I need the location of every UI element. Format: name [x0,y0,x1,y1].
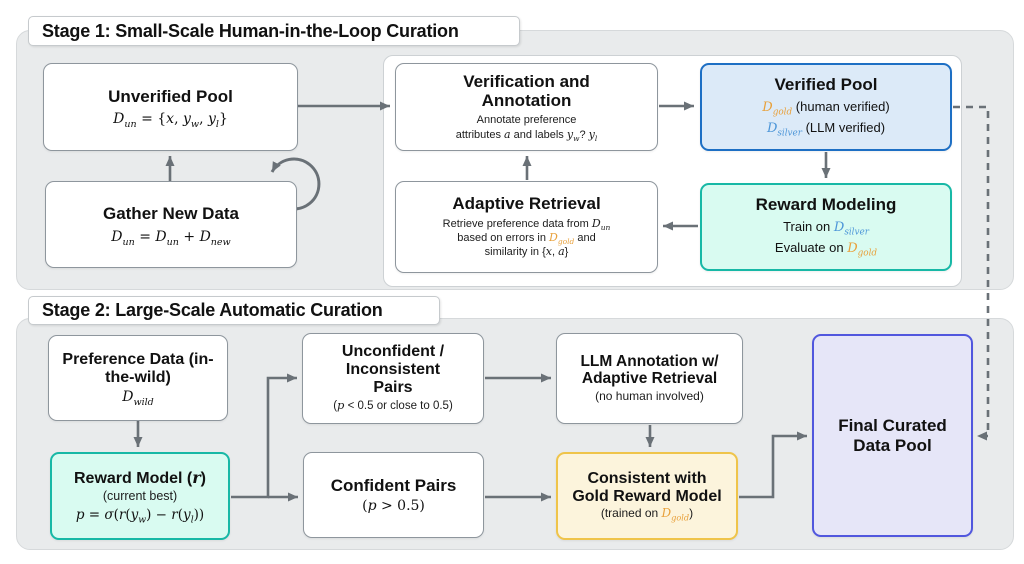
verification-desc-line1: Annotate preference [476,114,577,127]
adaptive-retrieval-title: Adaptive Retrieval [452,194,601,214]
stage1-title: Stage 1: Small-Scale Human-in-the-Loop C… [28,16,520,46]
reward-model-subtitle: (current best) [102,489,178,504]
final-curated-pool-title: Final Curated Data Pool [838,416,947,455]
stage2-title: Stage 2: Large-Scale Automatic Curation [28,296,440,325]
dashed-arrow-verifiedpool-to-finalpool [953,105,990,441]
confident-pairs-box: Confident Pairs (p > 0.5) [303,452,484,538]
preference-data-title: Preference Data (in-the-wild) [62,350,214,386]
confident-pairs-title: Confident Pairs [330,476,457,496]
reward-model-formula: p = σ(r(yw) − r(yl)) [75,506,205,526]
consistent-gold-subtitle: (trained on Dgold) [600,506,694,523]
adaptive-desc-line1: Retrieve preference data from Dun [442,216,611,232]
gather-new-data-box: Gather New Data Dun = Dun + Dnew [45,181,297,268]
gather-new-data-formula: Dun = Dun + Dnew [111,228,231,248]
verification-desc-line2: attributes a and labels yw? yl [455,127,598,143]
unconfident-pairs-subtitle: (p < 0.5 or close to 0.5) [333,398,453,413]
verified-pool-title: Verified Pool [774,75,878,95]
consistent-gold-title: Consistent with Gold Reward Model [572,470,722,506]
final-curated-pool-box: Final Curated Data Pool [812,334,973,537]
adaptive-desc-line3: similarity in {x, a} [484,245,569,259]
unverified-pool-box: Unverified Pool Dun = {x, yw, yl} [43,63,298,151]
reward-modeling-eval-line: Evaluate on Dgold [774,240,878,259]
verified-pool-silver-line: Dsilver (LLM verified) [766,120,886,139]
preference-data-box: Preference Data (in-the-wild) Dwild [48,335,228,421]
llm-annotation-subtitle: (no human involved) [595,388,704,403]
consistent-gold-box: Consistent with Gold Reward Model (train… [556,452,738,540]
llm-annotation-title: LLM Annotation w/ Adaptive Retrieval [580,352,719,388]
arrow-consistent-to-finalpool [739,431,807,499]
preference-data-formula: Dwild [122,389,154,408]
unverified-pool-title: Unverified Pool [108,86,233,106]
llm-annotation-box: LLM Annotation w/ Adaptive Retrieval (no… [556,333,743,424]
gather-new-data-title: Gather New Data [102,204,240,224]
adaptive-retrieval-box: Adaptive Retrieval Retrieve preference d… [395,181,658,273]
reward-model-box: Reward Model (r) (current best) p = σ(r(… [50,452,230,540]
verification-annotation-title: Verification and Annotation [463,72,590,111]
reward-modeling-train-line: Train on Dsilver [783,219,869,238]
unverified-pool-formula: Dun = {x, yw, yl} [113,111,228,130]
adaptive-desc-line2: based on errors in Dgold and [457,230,596,247]
reward-modeling-title: Reward Modeling [755,195,897,215]
confident-pairs-subtitle: (p > 0.5) [362,497,425,514]
verification-annotation-box: Verification and Annotation Annotate pre… [395,63,658,151]
verified-pool-box: Verified Pool Dgold (human verified) Dsi… [700,63,952,151]
unconfident-pairs-box: Unconfident / Inconsistent Pairs (p < 0.… [302,333,484,424]
reward-modeling-box: Reward Modeling Train on Dsilver Evaluat… [700,183,952,271]
reward-model-title: Reward Model (r) [74,468,206,488]
arrow-rewardmodel-to-unconfident [231,373,297,499]
verified-pool-gold-line: Dgold (human verified) [762,99,890,118]
unconfident-pairs-title: Unconfident / Inconsistent Pairs [341,342,445,397]
